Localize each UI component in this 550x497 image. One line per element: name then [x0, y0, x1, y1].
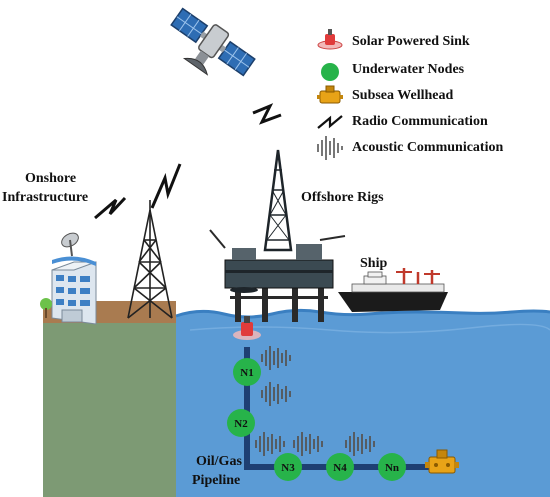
legend-acoustic-icon	[317, 136, 343, 160]
offshore-rigs-label: Offshore Rigs	[301, 190, 384, 205]
acoustic-wave-icon	[261, 346, 291, 370]
node-n4: N4	[326, 453, 354, 481]
node-label: N4	[333, 462, 347, 474]
pipeline	[244, 347, 440, 470]
ship-icon	[338, 268, 448, 312]
land-block	[43, 323, 176, 497]
ship-label: Ship	[360, 256, 388, 271]
oil-rig-icon	[209, 149, 346, 322]
acoustic-wave-icon	[261, 382, 291, 406]
pipeline-label-line1: Oil/Gas	[196, 454, 242, 469]
radio-wave-icon	[252, 103, 282, 125]
legend-wellhead-icon	[317, 85, 343, 104]
sea-highlight	[189, 323, 550, 334]
onshore-label-line2: Infrastructure	[2, 190, 89, 205]
node-n1: N1	[233, 358, 261, 386]
legend-sink-label: Solar Powered Sink	[352, 34, 470, 49]
building-icon	[40, 232, 97, 325]
wellhead-icon	[425, 449, 459, 474]
legend-sink-icon	[317, 29, 343, 50]
legend-radio-icon	[317, 115, 343, 129]
node-label: N1	[240, 367, 253, 379]
node-label: Nn	[385, 462, 399, 474]
satellite-icon	[170, 7, 256, 77]
node-nn: Nn	[378, 453, 406, 481]
node-n2: N2	[227, 409, 255, 437]
node-n3: N3	[274, 453, 302, 481]
legend-wellhead-label: Subsea Wellhead	[352, 88, 454, 103]
acoustic-wave-icon	[255, 432, 285, 456]
onshore-label-line1: Onshore	[25, 171, 77, 186]
radio-wave-icon	[150, 163, 182, 209]
node-label: N2	[234, 418, 248, 430]
solar-sink-icon	[233, 316, 261, 340]
radio-tower-icon	[127, 200, 173, 319]
legend-nodes-label: Underwater Nodes	[352, 62, 465, 77]
radio-wave-icon	[94, 196, 127, 220]
node-label: N3	[281, 462, 295, 474]
pipeline-label-line2: Pipeline	[192, 473, 241, 488]
legend-radio-label: Radio Communication	[352, 114, 488, 129]
acoustic-wave-icon	[345, 432, 375, 456]
legend-node-icon	[321, 63, 339, 81]
legend-acoustic-label: Acoustic Communication	[352, 140, 504, 155]
acoustic-wave-icon	[293, 432, 323, 456]
